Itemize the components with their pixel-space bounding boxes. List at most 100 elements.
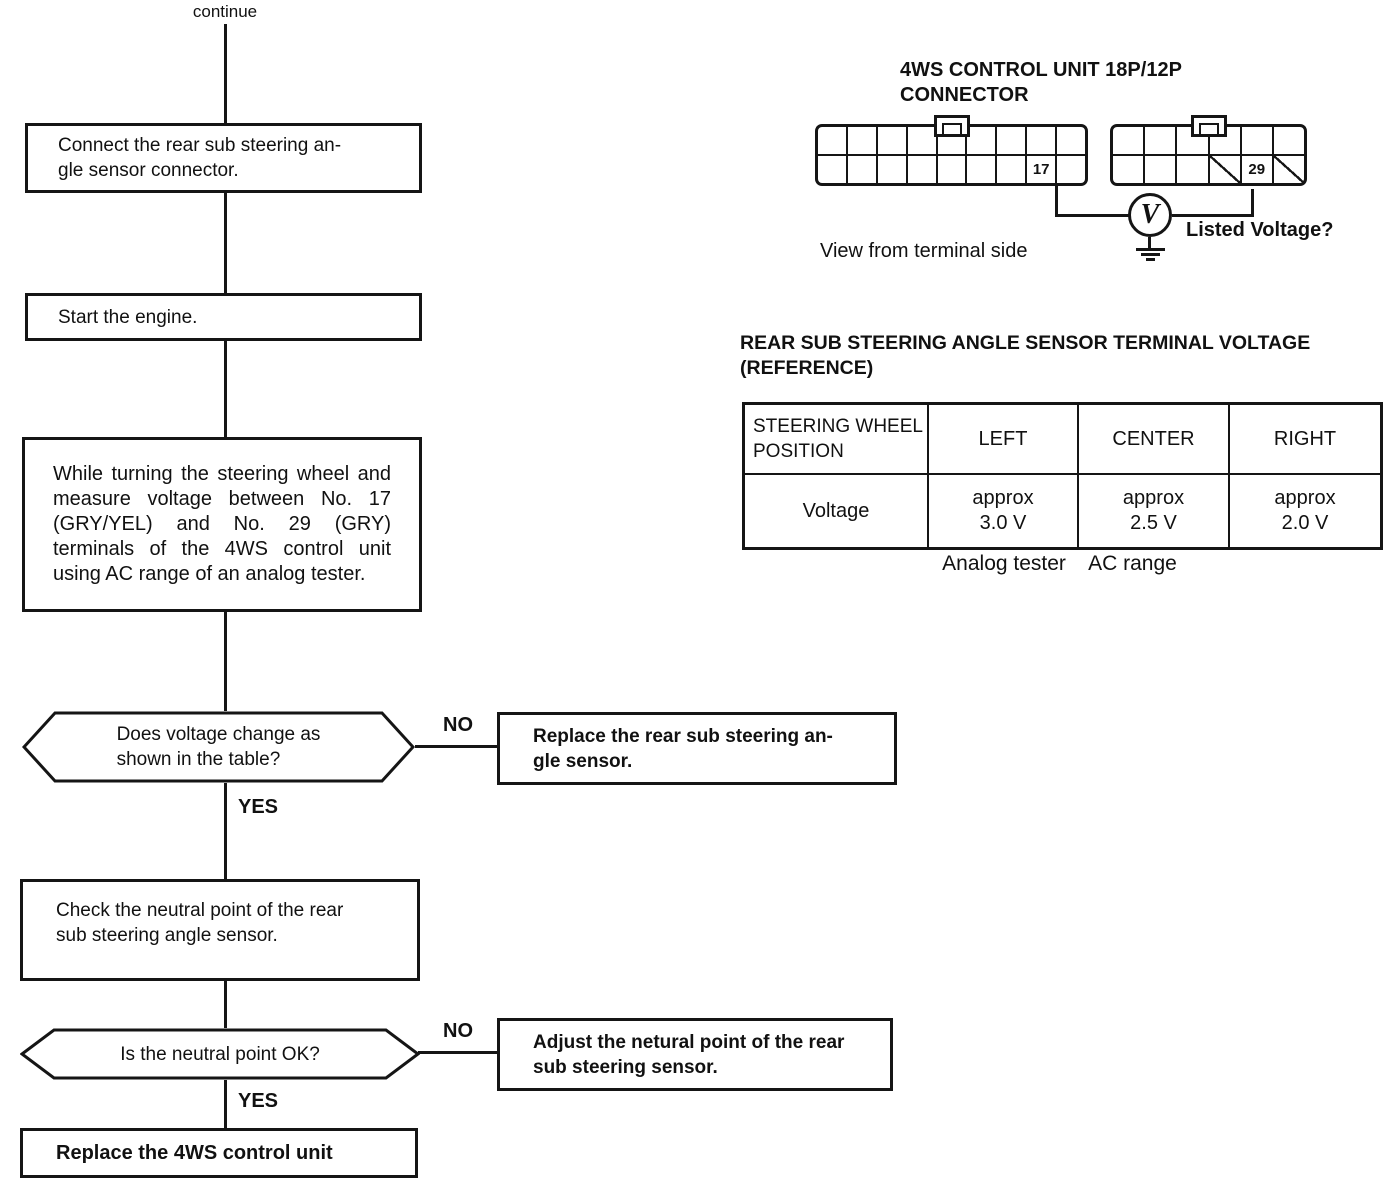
connector-latch-icon xyxy=(1190,115,1227,137)
step-text: While turning the steering wheel and mea… xyxy=(53,463,391,585)
test-lead-wire xyxy=(1055,186,1058,217)
flow-line xyxy=(224,783,227,879)
voltmeter-icon: V xyxy=(1128,193,1172,237)
voltage-value-center: approx 2.5 V xyxy=(1079,475,1230,547)
flow-line xyxy=(224,612,227,711)
no-label: NO xyxy=(443,714,473,736)
listed-voltage-label: Listed Voltage? xyxy=(1186,219,1334,241)
decision-text: Is the neutral point OK? xyxy=(120,1043,320,1065)
pin-17-cell: 17 xyxy=(1027,156,1058,183)
pin-cell xyxy=(1210,127,1242,154)
pin-grid: 17 xyxy=(818,127,1085,183)
pin-cell xyxy=(908,156,938,183)
pin-cell xyxy=(1242,127,1274,154)
pin-cell xyxy=(908,127,938,154)
step-measure-voltage: While turning the steering wheel and mea… xyxy=(22,437,422,612)
row-label-voltage: Voltage xyxy=(745,475,929,547)
test-lead-wire xyxy=(1251,189,1254,217)
connector-12p: 29 xyxy=(1110,115,1307,186)
pin-cell xyxy=(1145,156,1178,183)
pin-row-top xyxy=(1113,127,1304,156)
voltage-table-title: REAR SUB STEERING ANGLE SENSOR TERMINAL … xyxy=(740,332,1311,379)
pin-cell xyxy=(1177,156,1210,183)
action-replace-sensor: Replace the rear sub steering an- gle se… xyxy=(497,712,897,785)
col-header-left: LEFT xyxy=(929,405,1079,475)
step-text: Connect the rear sub steering an- gle se… xyxy=(58,135,342,181)
pin-cell xyxy=(1027,127,1058,154)
connector-18p: 17 xyxy=(815,115,1088,186)
pin-row-bottom: 29 xyxy=(1113,156,1305,183)
table-caption: Analog tester AC range xyxy=(942,552,1177,575)
flow-line xyxy=(224,341,227,437)
decision-voltage-change: Does voltage change as shown in the tabl… xyxy=(22,711,415,783)
voltage-value-left: approx 3.0 V xyxy=(929,475,1079,547)
ground-icon xyxy=(1141,253,1160,256)
pin-cell xyxy=(878,156,908,183)
pin-cell xyxy=(1113,156,1146,183)
pin-cell xyxy=(997,156,1028,183)
col-header-position: STEERING WHEEL POSITION xyxy=(745,405,929,475)
connector-latch-icon xyxy=(933,115,970,137)
decision-text: Does voltage change as shown in the tabl… xyxy=(116,724,321,770)
flow-line xyxy=(415,745,497,748)
pin-cell xyxy=(1274,127,1304,154)
step-connect-sensor: Connect the rear sub steering an- gle se… xyxy=(25,123,422,193)
pin-grid: 29 xyxy=(1113,127,1305,183)
col-header-right: RIGHT xyxy=(1230,405,1380,475)
voltmeter-symbol: V xyxy=(1140,199,1160,230)
step-start-engine: Start the engine. xyxy=(25,293,422,341)
pin-cell xyxy=(848,127,878,154)
step-replace-control-unit: Replace the 4WS control unit xyxy=(20,1128,418,1178)
pin-cell xyxy=(1177,127,1210,154)
test-lead-wire xyxy=(1172,214,1254,217)
pin-29-cell: 29 xyxy=(1242,156,1274,183)
decision-neutral-point-ok: Is the neutral point OK? xyxy=(20,1028,420,1080)
pin-cell xyxy=(848,156,878,183)
pin-cell xyxy=(938,156,968,183)
flow-line xyxy=(224,24,227,123)
flow-line xyxy=(224,1080,227,1128)
ground-icon xyxy=(1136,248,1165,251)
step-text: Check the neutral point of the rear sub … xyxy=(56,900,344,946)
blocked-pin-cell xyxy=(1209,156,1242,183)
hexagon-outline xyxy=(20,1028,420,1080)
action-adjust-neutral-point: Adjust the netural point of the rear sub… xyxy=(497,1018,893,1091)
hexagon-outline xyxy=(22,711,415,783)
pin-cell xyxy=(997,127,1028,154)
pin-cell xyxy=(1113,127,1146,154)
pin-cell xyxy=(1145,127,1178,154)
flow-line xyxy=(224,193,227,293)
pin-row-top xyxy=(818,127,1085,156)
pin-cell xyxy=(818,156,848,183)
pin-cell xyxy=(878,127,908,154)
pin-cell xyxy=(1057,127,1085,154)
col-header-center: CENTER xyxy=(1079,405,1230,475)
latch-inner xyxy=(941,123,962,134)
pin-cell xyxy=(967,156,998,183)
pin-row-bottom: 17 xyxy=(818,156,1085,183)
blocked-pin-cell xyxy=(1273,156,1305,183)
view-note: View from terminal side xyxy=(820,240,1028,262)
yes-label: YES xyxy=(238,1090,279,1112)
step-text: Start the engine. xyxy=(58,306,198,328)
action-text: Replace the rear sub steering an- gle se… xyxy=(533,725,833,772)
latch-inner xyxy=(1198,123,1219,134)
ground-icon xyxy=(1146,258,1155,261)
voltage-table: STEERING WHEEL POSITION LEFT CENTER RIGH… xyxy=(742,402,1383,550)
test-lead-wire xyxy=(1055,214,1131,217)
step-text: Replace the 4WS control unit xyxy=(56,1141,333,1164)
pin-cell xyxy=(938,127,968,154)
voltage-value-right: approx 2.0 V xyxy=(1274,487,1336,534)
action-text: Adjust the netural point of the rear sub… xyxy=(533,1031,845,1078)
no-label: NO xyxy=(443,1020,473,1042)
pin-cell xyxy=(1057,156,1085,183)
flow-line xyxy=(418,1051,497,1054)
ground-icon xyxy=(1148,237,1151,248)
step-check-neutral-point: Check the neutral point of the rear sub … xyxy=(20,879,420,981)
pin-cell xyxy=(818,127,848,154)
continue-label: continue xyxy=(192,2,258,21)
connector-title: 4WS CONTROL UNIT 18P/12P CONNECTOR xyxy=(900,59,1182,106)
flow-line xyxy=(224,981,227,1028)
pin-cell xyxy=(967,127,998,154)
